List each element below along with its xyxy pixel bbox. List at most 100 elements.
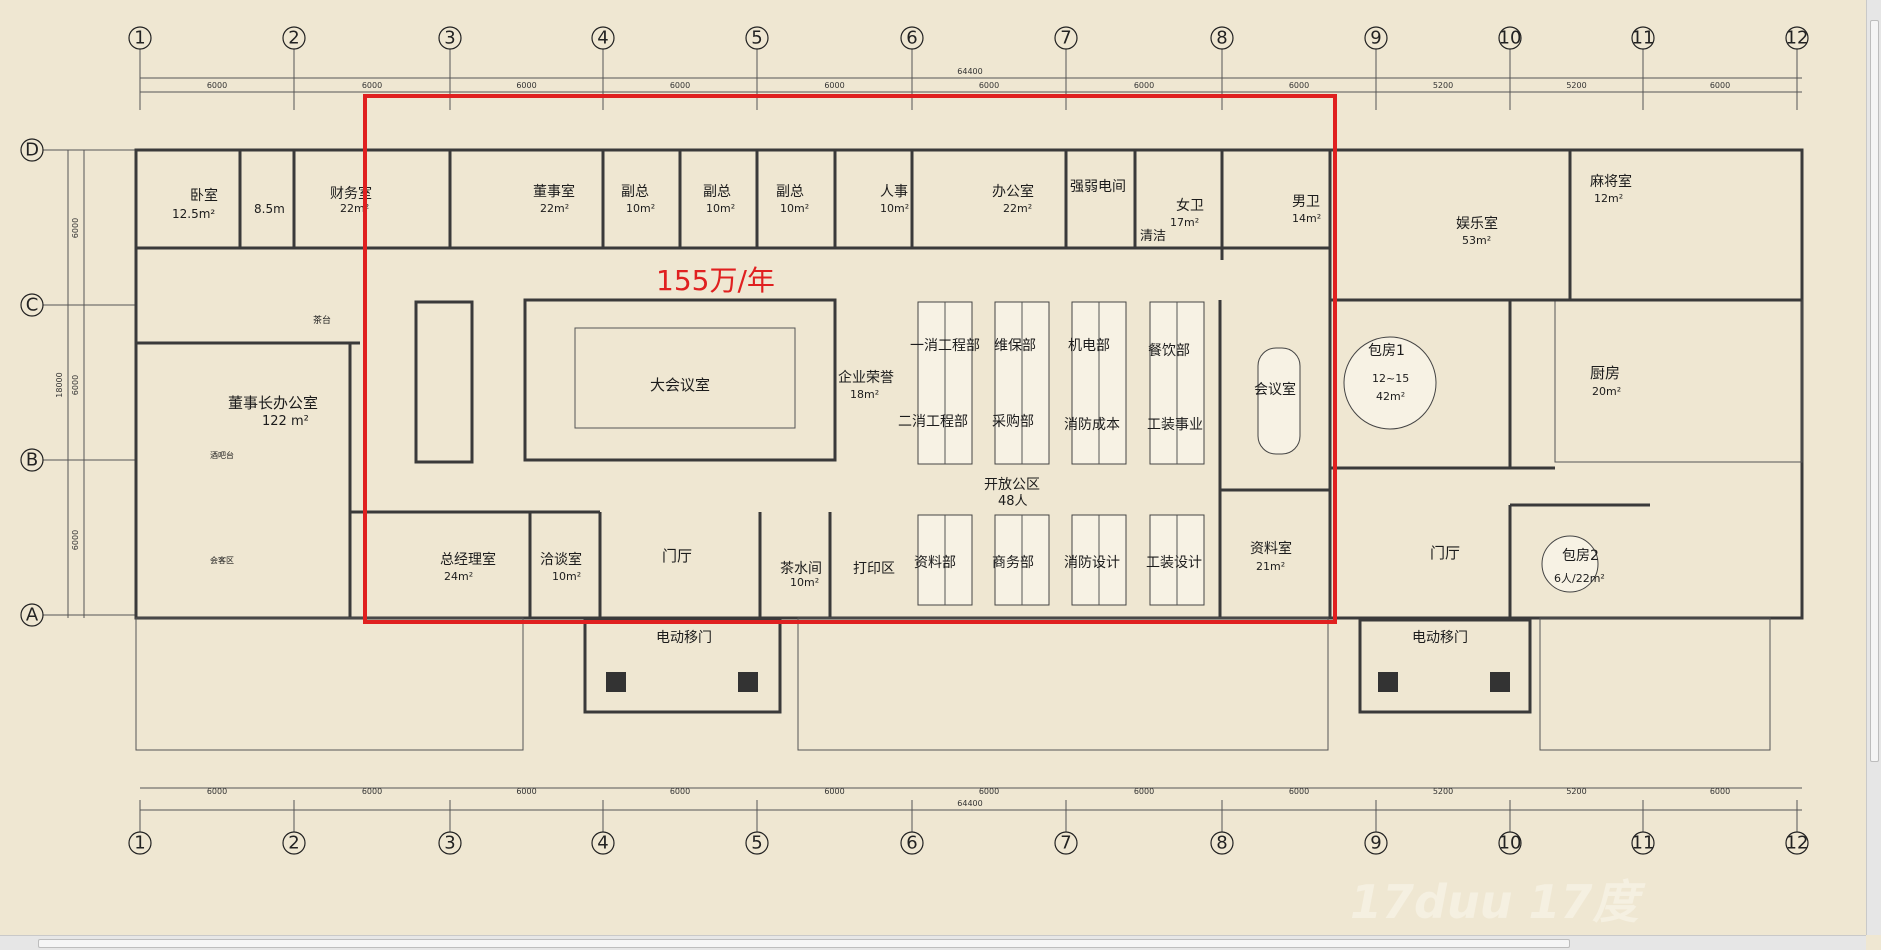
label-archive: 资料室 (1250, 540, 1292, 557)
private2-table (1541, 535, 1599, 593)
area-women: 17m² (1170, 216, 1199, 229)
dimension-8: 6000 (1289, 787, 1309, 796)
label-bar: 酒吧台 (210, 450, 234, 460)
column-label-7: 7 (1060, 833, 1071, 854)
area-hr: 10m² (880, 202, 909, 215)
dimension-4: 6000 (670, 787, 690, 796)
porch1-column-right (738, 672, 758, 692)
column-label-2: 2 (288, 833, 299, 854)
area-talk: 10m² (552, 570, 581, 583)
rent-note: 155万/年 (656, 264, 775, 297)
top-total-dim: 64400 (957, 67, 982, 76)
dimension-11: 6000 (1710, 787, 1730, 796)
column-bubble-6 (900, 26, 924, 50)
label-vp2: 副总 (703, 184, 731, 200)
label-dept-b2: 商务部 (992, 555, 1034, 571)
horizontal-scrollbar[interactable] (0, 935, 1866, 950)
row-label-D: D (25, 140, 39, 161)
label-dept-m4: 工装事业 (1147, 417, 1203, 433)
column-bubble-4 (591, 26, 615, 50)
open-office-desks (917, 301, 1205, 606)
porch2-column-left (1378, 672, 1398, 692)
meeting-table (1257, 347, 1301, 455)
dimension-9: 5200 (1433, 81, 1453, 90)
dimension-11: 6000 (1710, 81, 1730, 90)
column-bubble-2 (282, 26, 306, 50)
area2-private1: 42m² (1376, 390, 1405, 403)
area-private2: 6人/22m² (1554, 572, 1605, 585)
label-dept-t4: 餐饮部 (1148, 343, 1190, 359)
horizontal-scroll-thumb[interactable] (38, 939, 1570, 948)
column-bubble-12 (1785, 26, 1809, 50)
label-dept-m2: 采购部 (992, 414, 1034, 430)
dimension-6: 6000 (979, 787, 999, 796)
label-cleaning: 清洁 (1140, 229, 1166, 244)
column-bubble-1 (128, 831, 152, 855)
column-bubble-8 (1210, 831, 1234, 855)
area-entertain: 53m² (1462, 234, 1491, 247)
label-women: 女卫 (1176, 197, 1204, 214)
highlight-rectangle (363, 94, 1337, 624)
label-dept-m1: 二消工程部 (898, 414, 968, 430)
area-chairman: 122 m² (262, 414, 309, 429)
label-men: 男卫 (1292, 194, 1320, 210)
column-bubble-9 (1364, 26, 1388, 50)
label-talk: 洽谈室 (540, 551, 582, 568)
left-total-dim: 18000 (55, 372, 64, 397)
column-label-10: 10 (1499, 28, 1522, 49)
column-label-4: 4 (597, 28, 608, 49)
label-entertain: 娱乐室 (1456, 215, 1498, 232)
left-dim-1: 6000 (71, 218, 80, 238)
column-label-12: 12 (1786, 28, 1809, 49)
label-chairman: 董事长办公室 (228, 394, 318, 412)
row-bubble-A (20, 603, 44, 627)
label-private2: 包房2 (1562, 548, 1599, 564)
label-finance: 财务室 (330, 185, 372, 202)
label-mahjong: 麻将室 (1590, 173, 1632, 190)
label-door2: 电动移门 (1412, 630, 1468, 646)
column-bubble-11 (1631, 831, 1655, 855)
dimension-3: 6000 (516, 81, 536, 90)
left-dim-2: 6000 (71, 375, 80, 395)
label-dept-t3: 机电部 (1068, 338, 1110, 354)
dimension-1: 6000 (207, 787, 227, 796)
porch1-column-left (606, 672, 626, 692)
area-bath: 8.5m (254, 202, 285, 216)
dimension-7: 6000 (1134, 787, 1154, 796)
column-bubble-10 (1498, 26, 1522, 50)
column-bubble-5 (745, 26, 769, 50)
label-elec: 强弱电间 (1070, 179, 1126, 195)
canopy-mid (797, 617, 1329, 751)
area-archive: 21m² (1256, 560, 1285, 573)
vertical-scroll-thumb[interactable] (1870, 20, 1879, 762)
dimension-2: 6000 (362, 81, 382, 90)
canopy-east (1539, 617, 1771, 751)
label-dept-m3: 消防成本 (1064, 417, 1120, 433)
dimension-5: 6000 (824, 787, 844, 796)
label-hr: 人事 (880, 184, 908, 200)
column-bubble-4 (591, 831, 615, 855)
private1-table (1343, 336, 1437, 430)
label-tea: 茶水间 (780, 561, 822, 577)
column-label-2: 2 (288, 28, 299, 49)
column-label-3: 3 (444, 28, 455, 49)
area-bedroom: 12.5m² (172, 207, 215, 221)
column-bubble-12 (1785, 831, 1809, 855)
vertical-scrollbar[interactable] (1866, 0, 1881, 935)
column-bubble-3 (438, 26, 462, 50)
label-vp3: 副总 (776, 184, 804, 200)
column-label-10: 10 (1499, 833, 1522, 854)
area-honor: 18m² (850, 388, 879, 401)
dimension-10: 5200 (1566, 787, 1586, 796)
area-vp1: 10m² (626, 202, 655, 215)
row-bubble-C (20, 293, 44, 317)
left-dim-3: 6000 (71, 530, 80, 550)
label-dept-t1: 一消工程部 (910, 338, 980, 354)
area-tea: 10m² (790, 576, 819, 589)
dimension-3: 6000 (516, 787, 536, 796)
label-kitchen: 厨房 (1590, 364, 1620, 382)
label-dept-b4: 工装设计 (1146, 555, 1202, 571)
